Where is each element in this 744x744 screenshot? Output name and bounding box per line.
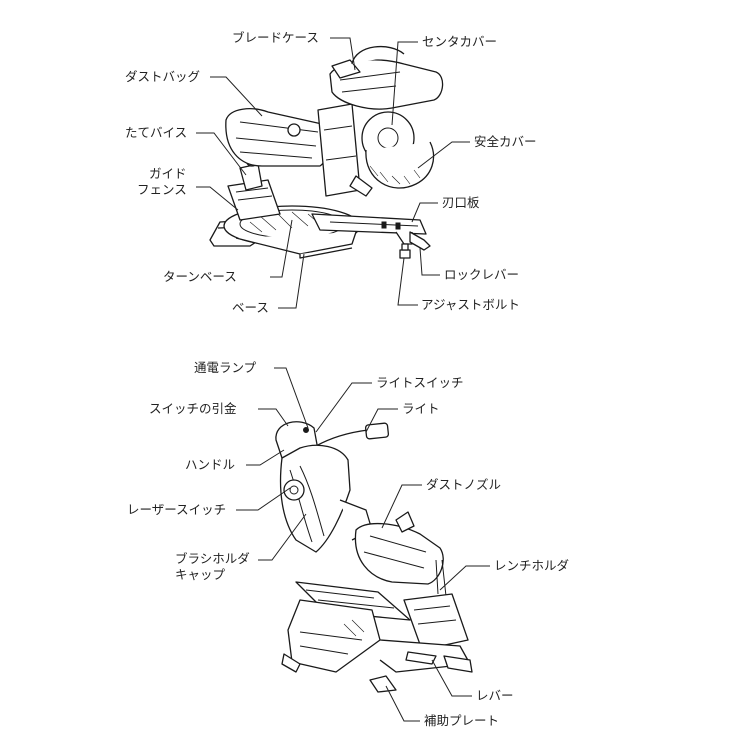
label-turn-base: ターンベース	[163, 269, 237, 284]
label-brush-holder-cap-line1: ブラシホルダ	[175, 551, 250, 566]
bottom-saw-drawing	[275, 421, 473, 693]
label-light-switch: ライトスイッチ	[376, 375, 464, 390]
label-switch-trigger: スイッチの引金	[149, 401, 237, 416]
label-brush-holder-cap-line2: キャップ	[175, 567, 226, 582]
top-leader-lines	[196, 37, 470, 309]
label-base: ベース	[232, 300, 269, 315]
label-handle: ハンドル	[185, 457, 235, 472]
label-power-lamp: 通電ランプ	[194, 360, 257, 375]
label-guide-fence-line1: ガイド	[149, 166, 187, 181]
label-blade-plate: 刃口板	[442, 195, 480, 210]
top-labels: ブレードケース センタカバー ダストバッグ たてバイス ガイド フェンス 安全カ…	[125, 30, 537, 315]
label-aux-plate: 補助プレート	[424, 713, 499, 728]
label-guide-fence-line2: フェンス	[137, 182, 187, 197]
label-blade-case: ブレードケース	[232, 30, 319, 45]
label-vertical-vise: たてバイス	[125, 125, 187, 140]
label-adjust-bolt: アジャストボルト	[421, 297, 520, 312]
label-light: ライト	[402, 401, 440, 416]
label-lock-lever: ロックレバー	[444, 267, 519, 282]
bottom-labels: 通電ランプ ライトスイッチ スイッチの引金 ライト ハンドル ダストノズル レー…	[127, 360, 569, 728]
label-wrench-holder: レンチホルダ	[494, 558, 569, 573]
top-saw-drawing	[209, 45, 444, 259]
label-laser-switch: レーザースイッチ	[127, 502, 226, 517]
label-lever: レバー	[476, 688, 514, 703]
label-center-cover: センタカバー	[422, 34, 497, 49]
label-dust-bag: ダストバッグ	[125, 69, 200, 84]
label-safety-cover: 安全カバー	[474, 134, 537, 149]
bottom-leader-lines	[236, 367, 490, 722]
label-dust-nozzle: ダストノズル	[426, 477, 501, 492]
